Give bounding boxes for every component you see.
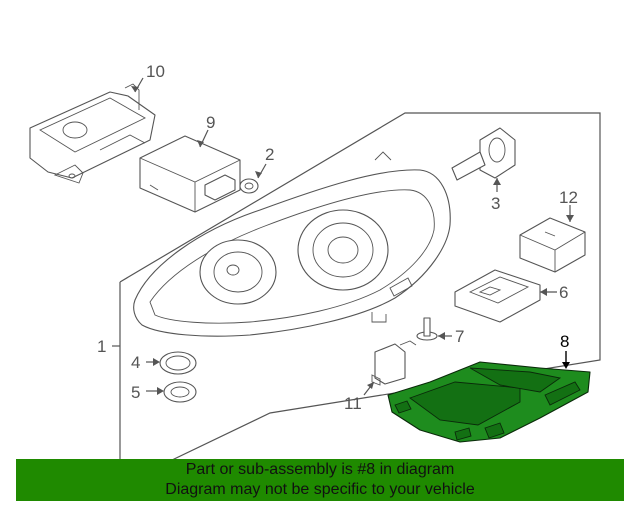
- callout-12: 12: [559, 188, 578, 207]
- callout-1: 1: [97, 337, 106, 356]
- callout-3: 3: [491, 194, 500, 213]
- callout-10: 10: [146, 62, 165, 81]
- module-part-12[interactable]: [519, 217, 586, 273]
- headlamp-housing[interactable]: [133, 151, 451, 337]
- callout-9: 9: [206, 113, 215, 132]
- headlamp-assembly-outline: [119, 112, 601, 486]
- bolt-part-7[interactable]: [416, 317, 438, 341]
- grommet-part-2[interactable]: [239, 178, 259, 194]
- arrowheads: [131, 86, 574, 395]
- callout-5: 5: [131, 383, 140, 402]
- callout-labels: 1 2 3 4 5 6 7 8 9 10 11 12: [97, 62, 578, 413]
- callout-11: 11: [344, 394, 362, 413]
- banner-line-2: Diagram may not be specific to your vehi…: [165, 481, 475, 498]
- info-banner: Part or sub-assembly is #8 in diagram Di…: [16, 459, 624, 501]
- callout-4: 4: [131, 353, 140, 372]
- carrier-frame-part-8-highlighted[interactable]: [387, 361, 591, 443]
- control-module-part-9[interactable]: [139, 135, 241, 213]
- seal-ring-part-4[interactable]: [159, 351, 197, 375]
- callout-2: 2: [265, 145, 274, 164]
- callout-8: 8: [560, 332, 569, 351]
- callout-7: 7: [455, 327, 464, 346]
- mount-part-11[interactable]: [371, 340, 417, 386]
- bracket-part-10[interactable]: [29, 83, 156, 184]
- bulb-part-3[interactable]: [451, 127, 516, 181]
- callout-6: 6: [559, 283, 568, 302]
- banner-line-1: Part or sub-assembly is #8 in diagram: [185, 461, 455, 478]
- ballast-part-6[interactable]: [454, 269, 541, 323]
- ring-part-5[interactable]: [163, 381, 197, 403]
